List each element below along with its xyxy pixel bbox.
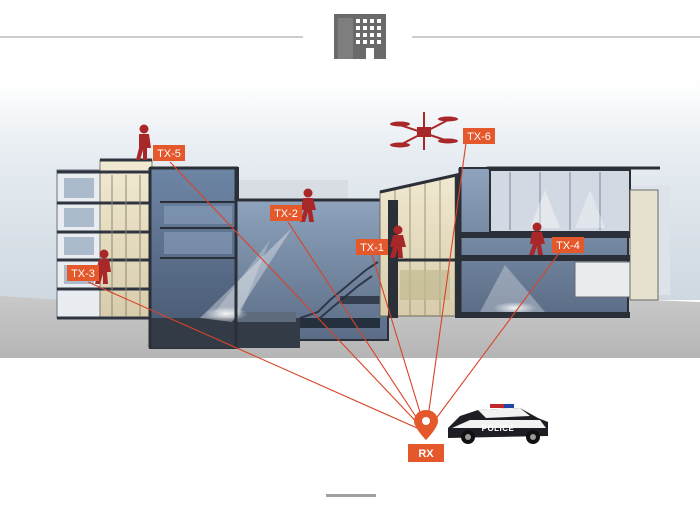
tx3-label: TX-3 [67, 265, 99, 281]
link-tx4 [425, 251, 561, 433]
footer-rule [326, 494, 376, 497]
drone-icon [390, 112, 458, 150]
tx1-label: TX-1 [356, 239, 388, 255]
link-tx6 [425, 142, 467, 433]
signal-links [87, 142, 561, 433]
tx6-label: TX-6 [463, 128, 495, 144]
tx5-text: TX-5 [157, 148, 181, 160]
link-tx5 [169, 161, 427, 433]
tx4-text: TX-4 [556, 240, 580, 252]
main-theater [148, 166, 389, 349]
person-tx1 [390, 225, 406, 258]
building-icon [334, 14, 386, 59]
tx3-text: TX-3 [71, 268, 95, 280]
tx2-label: TX-2 [270, 205, 302, 221]
police-text: POLICE [482, 424, 515, 433]
tx5-label: TX-5 [153, 145, 185, 161]
person-tx4 [529, 222, 545, 255]
link-tx2 [287, 221, 427, 433]
left-tower [56, 158, 153, 320]
tx6-text: TX-6 [467, 131, 491, 143]
police-car-icon: POLICE [448, 404, 548, 444]
person-tx2 [300, 188, 316, 222]
tx1-text: TX-1 [360, 242, 384, 254]
link-tx3 [87, 281, 427, 433]
person-tx5 [136, 124, 151, 160]
location-pin-icon [414, 410, 438, 440]
tx2-text: TX-2 [274, 208, 298, 220]
right-wing [458, 166, 660, 318]
rx-text: RX [418, 448, 434, 460]
tx-labels: TX-5 TX-6 TX-2 TX-1 TX-4 TX-3 [67, 128, 584, 281]
link-tx1 [371, 254, 427, 433]
rx-label: RX [408, 444, 444, 462]
tx4-label: TX-4 [552, 237, 584, 253]
